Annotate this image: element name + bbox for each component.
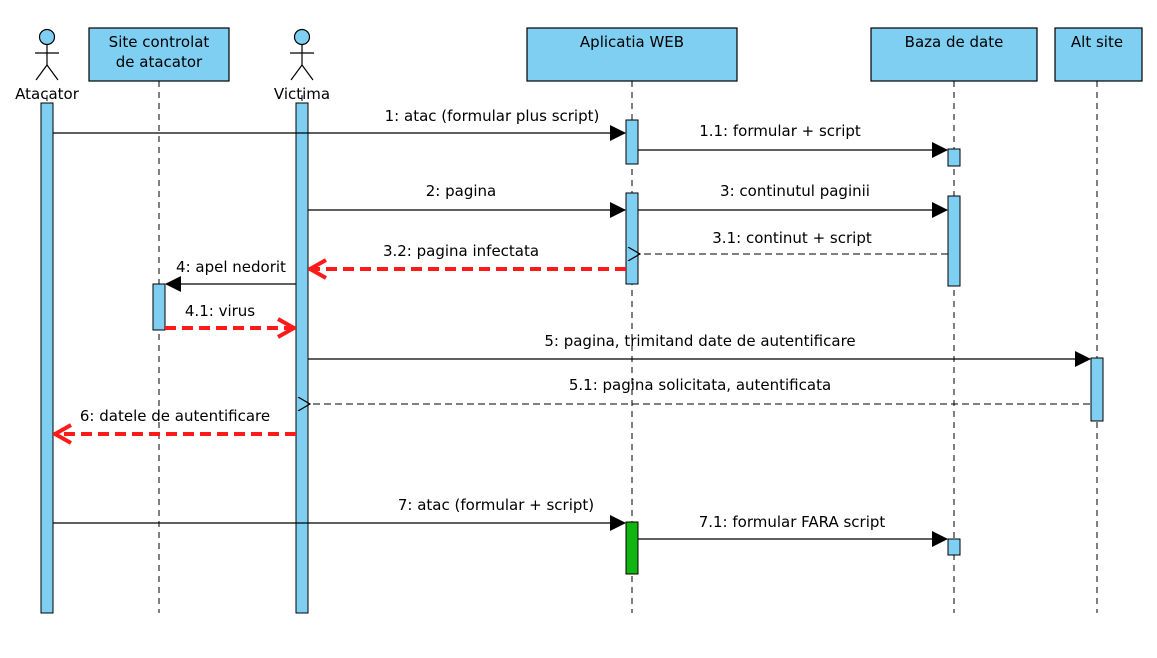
participant-box[interactable] — [88, 27, 230, 82]
activation-victima — [295, 102, 309, 614]
message-label: 3: continutul paginii — [720, 182, 870, 200]
activations — [40, 102, 1104, 614]
message-7[interactable]: 7: atac (formular + script) — [53, 496, 626, 531]
participant-web[interactable]: Aplicatia WEB — [526, 27, 738, 82]
message-3[interactable]: 3: continutul paginii — [638, 182, 948, 218]
message-label: 1: atac (formular plus script) — [385, 107, 600, 125]
participant-alt[interactable]: Alt site — [1054, 27, 1143, 82]
message-2[interactable]: 2: pagina — [308, 182, 626, 218]
message-1-1[interactable]: 1.1: formular + script — [638, 122, 948, 158]
message-label: 4.1: virus — [185, 302, 255, 320]
message-label: 3.2: pagina infectata — [383, 242, 539, 260]
message-5-1[interactable]: 5.1: pagina solicitata, autentificata — [310, 376, 1090, 404]
activation-db-1 — [947, 148, 961, 167]
activation-db-3 — [947, 538, 961, 556]
message-label: 7.1: formular FARA script — [699, 513, 886, 531]
message-4[interactable]: 4: apel nedorit — [165, 258, 296, 292]
participant-label: Aplicatia WEB — [580, 33, 684, 51]
message-label: 5.1: pagina solicitata, autentificata — [569, 376, 831, 394]
participant-atacator: Atacator — [15, 28, 80, 103]
messages: 1: atac (formular plus script) 1.1: form… — [53, 107, 1091, 547]
activation-site — [152, 283, 166, 331]
message-label: 2: pagina — [426, 182, 496, 200]
activation-db-2 — [947, 195, 961, 287]
message-label: 6: datele de autentificare — [80, 407, 270, 425]
participant-label: Baza de date — [905, 33, 1004, 51]
participant-label-line-1: Site controlat — [109, 33, 210, 51]
message-5[interactable]: 5: pagina, trimitand date de autentifica… — [308, 332, 1091, 367]
participant-label: Victima — [274, 85, 330, 103]
message-1[interactable]: 1: atac (formular plus script) — [53, 107, 626, 141]
activation-web-1 — [625, 119, 639, 165]
message-4-1[interactable]: 4.1: virus — [165, 302, 295, 328]
participant-label-line-2: de atacator — [116, 53, 203, 71]
activation-web-3-highlight — [625, 521, 639, 575]
participant-box[interactable] — [1054, 27, 1143, 82]
message-label: 4: apel nedorit — [176, 258, 286, 276]
message-7-1[interactable]: 7.1: formular FARA script — [638, 513, 948, 547]
activation-web-2 — [625, 192, 639, 285]
participant-box[interactable] — [870, 27, 1038, 82]
participant-label: Atacator — [15, 85, 80, 103]
participant-label: Alt site — [1071, 33, 1123, 51]
activation-atacator — [40, 102, 54, 614]
participant-db[interactable]: Baza de date — [870, 27, 1038, 82]
message-3-2[interactable]: 3.2: pagina infectata — [309, 242, 626, 269]
message-label: 7: atac (formular + script) — [398, 496, 594, 514]
message-6[interactable]: 6: datele de autentificare — [54, 407, 296, 434]
participant-box[interactable] — [526, 27, 738, 82]
actor-icon — [35, 28, 59, 81]
participant-site[interactable]: Site controlat de atacator — [88, 27, 230, 82]
actor-icon — [290, 28, 314, 81]
message-3-1[interactable]: 3.1: continut + script — [640, 229, 948, 254]
message-label: 1.1: formular + script — [699, 122, 861, 140]
activation-alt — [1090, 357, 1104, 422]
message-label: 5: pagina, trimitand date de autentifica… — [544, 332, 855, 350]
message-label: 3.1: continut + script — [712, 229, 872, 247]
participant-victima: Victima — [274, 28, 330, 103]
